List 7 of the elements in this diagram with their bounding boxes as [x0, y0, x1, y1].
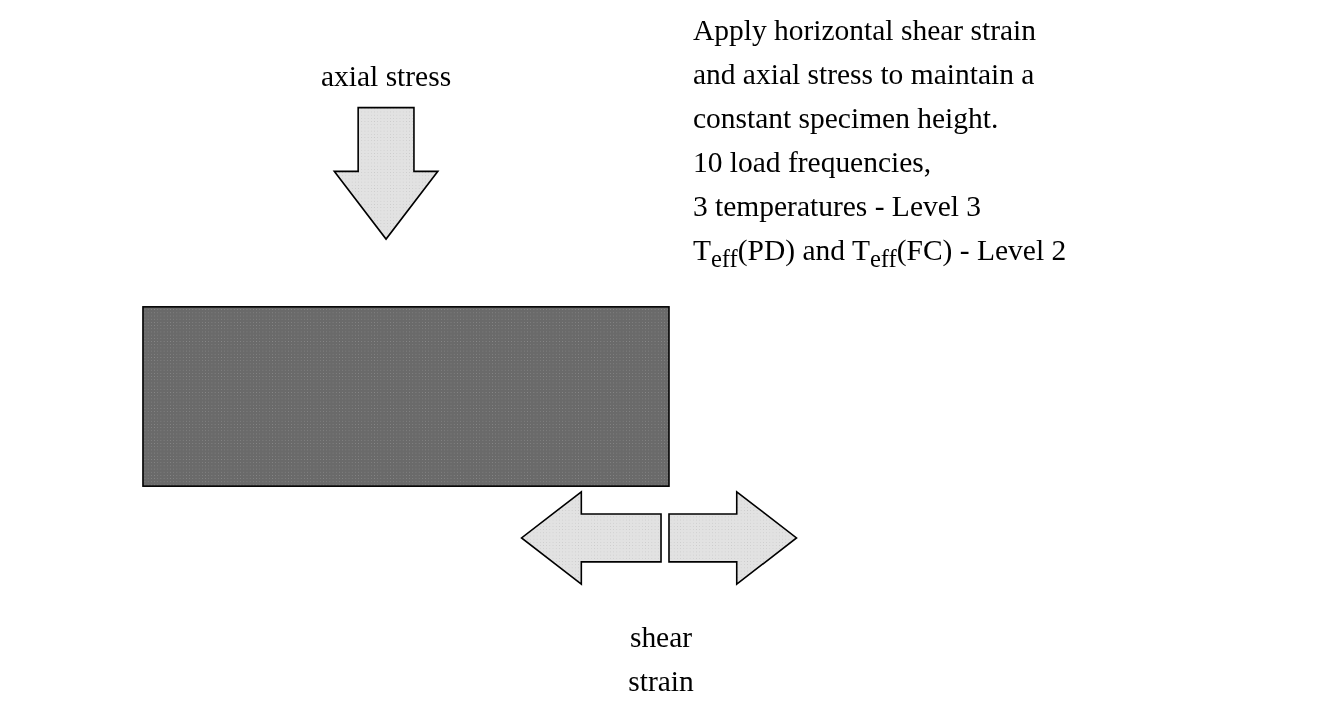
test-condition-text: 10 load frequencies,: [692, 144, 933, 181]
test-condition-text: 3 temperatures - Level 3: [692, 188, 983, 225]
force-label: shear strain: [627, 619, 695, 700]
test-condition-text: T$_{eff}$(PD) and T$_{eff}$(FC) - Level 2: [692, 232, 1068, 275]
specimen-block: [142, 306, 670, 487]
instruction-text: Apply horizontal shear strain and axial stress to maintain a constant specimen height.: [692, 12, 1038, 136]
force-label: axial stress: [319, 58, 453, 95]
